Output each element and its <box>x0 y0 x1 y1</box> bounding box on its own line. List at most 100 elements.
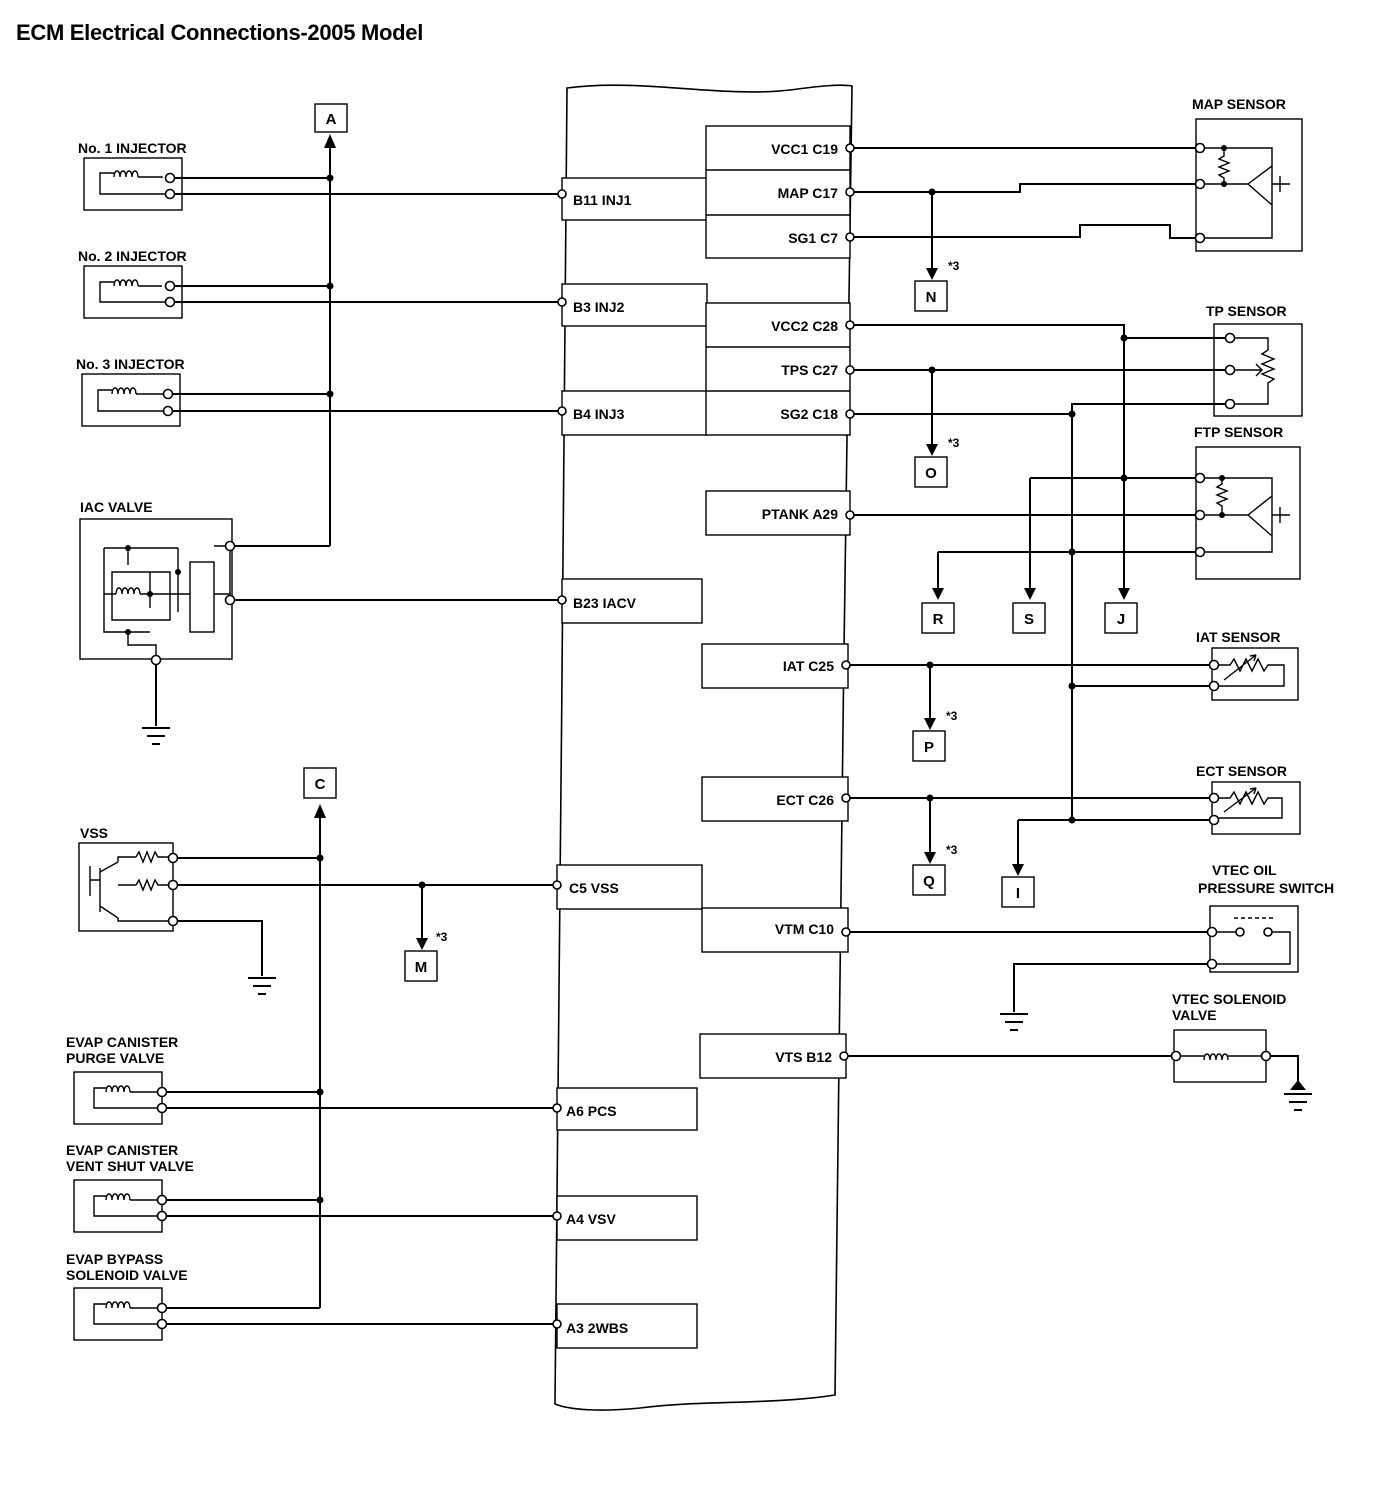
injector-3: No. 3 INJECTOR <box>76 356 185 427</box>
injector-1-label: No. 1 INJECTOR <box>78 140 187 156</box>
connector-P-label: P <box>924 739 934 756</box>
coil-icon <box>1203 1053 1229 1061</box>
evap-bypass-label-2: SOLENOID VALVE <box>66 1267 188 1283</box>
vtec-solenoid-valve: VTEC SOLENOID VALVE <box>1172 991 1286 1083</box>
ground-icon <box>142 727 170 745</box>
connector-A: A <box>314 103 348 133</box>
connector-O: O <box>914 456 948 488</box>
thermistor-icon <box>1214 787 1283 819</box>
connector-M-label: M <box>415 959 428 976</box>
connector-M: M <box>404 950 438 982</box>
connector-R: R <box>921 602 955 634</box>
ground-icon <box>1000 1013 1028 1031</box>
junctions <box>125 145 1227 1204</box>
ect-sensor: ECT SENSOR <box>1196 763 1301 835</box>
connector-N-label: N <box>926 289 937 306</box>
note-star3: *3 <box>946 843 958 857</box>
connector-O-label: O <box>925 465 937 482</box>
ecm-left-pin-boxes <box>556 177 708 1349</box>
map-sensor: MAP SENSOR <box>1192 96 1303 252</box>
ftp-sensor: FTP SENSOR <box>1194 424 1301 580</box>
coil-icon <box>113 170 139 178</box>
pin-label-sg1: SG1 C7 <box>788 230 838 246</box>
note-star3: *3 <box>436 930 448 944</box>
pin-label-b23: B23 IACV <box>573 595 637 611</box>
thermistor-icon <box>1214 654 1285 687</box>
pin-label-a4: A4 VSV <box>566 1211 616 1227</box>
evap-vent-label-2: VENT SHUT VALVE <box>66 1158 194 1174</box>
pin-label-vcc2: VCC2 C28 <box>771 318 838 334</box>
pin-label-map: MAP C17 <box>778 185 839 201</box>
wires <box>155 140 1299 1325</box>
vss: VSS <box>78 825 174 932</box>
injector-2-label: No. 2 INJECTOR <box>78 248 187 264</box>
connector-C: C <box>303 767 337 799</box>
evap-bypass-label-1: EVAP BYPASS <box>66 1251 163 1267</box>
vtec-oil-pressure-switch: VTEC OIL PRESSURE SWITCH <box>1198 862 1334 973</box>
connector-C-label: C <box>315 776 326 793</box>
vss-label: VSS <box>80 825 108 841</box>
pin-label-vts: VTS B12 <box>775 1049 832 1065</box>
note-star3: *3 <box>948 259 960 273</box>
coil-icon <box>105 1301 131 1309</box>
iac-valve: IAC VALVE <box>79 499 233 660</box>
connector-J-label: J <box>1117 611 1125 628</box>
pin-label-sg2: SG2 C18 <box>780 406 838 422</box>
evap-purge-label-2: PURGE VALVE <box>66 1050 164 1066</box>
injector-1: No. 1 INJECTOR <box>78 140 187 211</box>
connector-R-label: R <box>933 611 944 628</box>
coil-icon <box>115 587 141 595</box>
tp-sensor: TP SENSOR <box>1206 303 1303 417</box>
pin-label-ect: ECT C26 <box>776 792 834 808</box>
connector-Q: Q <box>912 864 946 896</box>
pin-label-c5: C5 VSS <box>569 880 619 896</box>
page-title: ECM Electrical Connections-2005 Model <box>16 20 424 45</box>
pin-label-a3: A3 2WBS <box>566 1320 628 1336</box>
pin-label-iat: IAT C25 <box>783 658 834 674</box>
ground-icon <box>1284 1080 1312 1111</box>
coil-icon <box>105 1085 131 1093</box>
tp-sensor-label: TP SENSOR <box>1206 303 1287 319</box>
evap-purge-label-1: EVAP CANISTER <box>66 1034 178 1050</box>
coil-icon <box>111 387 137 395</box>
potentiometer-icon <box>1230 349 1276 392</box>
note-star3: *3 <box>948 436 960 450</box>
connector-I: I <box>1001 876 1035 908</box>
resistor-icon <box>1215 478 1229 515</box>
pin-label-b11: B11 INJ1 <box>573 192 632 208</box>
connector-Q-label: Q <box>923 873 935 890</box>
ect-sensor-label: ECT SENSOR <box>1196 763 1287 779</box>
connector-P: P <box>912 730 946 762</box>
pin-label-b3: B3 INJ2 <box>573 299 625 315</box>
pin-label-tps: TPS C27 <box>781 362 838 378</box>
pin-label-b4: B4 INJ3 <box>573 406 625 422</box>
injector-2: No. 2 INJECTOR <box>78 248 187 319</box>
vtec-oil-label-1: VTEC OIL <box>1212 862 1277 878</box>
coil-icon <box>113 279 139 287</box>
vtec-oil-label-2: PRESSURE SWITCH <box>1198 880 1334 896</box>
vtec-sol-label-2: VALVE <box>1172 1007 1217 1023</box>
evap-bypass-solenoid-valve: EVAP BYPASS SOLENOID VALVE <box>66 1251 188 1341</box>
coil-icon <box>105 1193 131 1201</box>
connector-N: N <box>914 280 948 312</box>
vtec-sol-label-1: VTEC SOLENOID <box>1172 991 1286 1007</box>
ecm-right-pin-boxes <box>699 125 851 1079</box>
connector-S-label: S <box>1024 611 1034 628</box>
pin-label-ptank: PTANK A29 <box>762 506 838 522</box>
evap-purge-valve: EVAP CANISTER PURGE VALVE <box>66 1034 178 1125</box>
connector-I-label: I <box>1016 885 1020 902</box>
evap-vent-label-1: EVAP CANISTER <box>66 1142 178 1158</box>
note-star3: *3 <box>946 709 958 723</box>
ground-icon <box>248 977 276 995</box>
ftp-sensor-label: FTP SENSOR <box>1194 424 1283 440</box>
map-sensor-label: MAP SENSOR <box>1192 96 1286 112</box>
pin-label-vcc1: VCC1 C19 <box>771 141 838 157</box>
iat-sensor-label: IAT SENSOR <box>1196 629 1281 645</box>
iat-sensor: IAT SENSOR <box>1196 629 1299 701</box>
evap-vent-shut-valve: EVAP CANISTER VENT SHUT VALVE <box>66 1142 194 1233</box>
terminals <box>150 142 1272 1330</box>
connector-J: J <box>1104 602 1138 634</box>
pin-label-vtm: VTM C10 <box>775 921 834 937</box>
pin-label-a6: A6 PCS <box>566 1103 617 1119</box>
